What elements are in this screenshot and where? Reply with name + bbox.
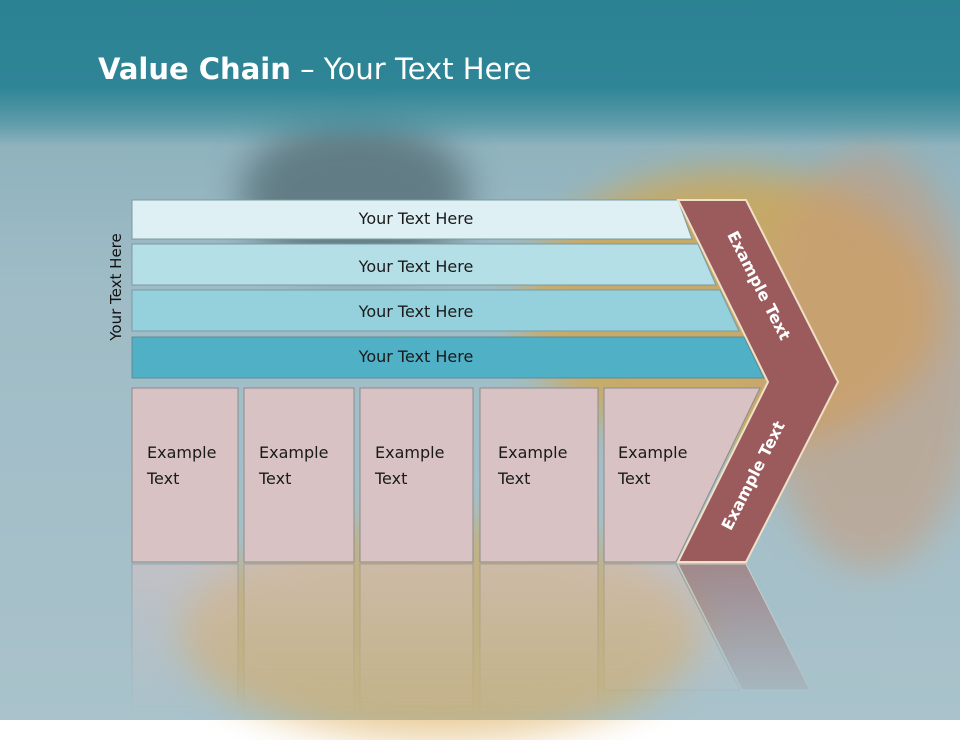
support-bar-4 [131,336,765,379]
slide-title: Value Chain – Your Text Here [98,52,532,86]
primary-box-5-line2: Text [618,469,651,488]
title-bar [0,0,960,146]
primary-box-3-line2: Text [375,469,408,488]
primary-box-2-line1: Example [259,443,329,462]
primary-box-4 [479,387,599,563]
primary-box-5-text: Example Text [618,440,718,492]
primary-box-4-text: Example Text [498,440,598,492]
support-bar-1-label: Your Text Here [358,209,474,228]
reflection [131,563,811,715]
primary-box-1-text: Example Text [147,440,247,492]
primary-box-5 [603,387,761,563]
primary-box-4-line2: Text [498,469,531,488]
primary-box-4-line1: Example [498,443,568,462]
support-bar-1 [131,199,693,240]
title-rest: – Your Text Here [290,52,532,86]
primary-box-3-line1: Example [375,443,445,462]
value-chain-diagram: Your Text Here Your Text Here Your Text … [131,199,840,715]
primary-box-2 [243,387,355,563]
support-bar-4-label: Your Text Here [358,347,474,366]
support-bar-3-label: Your Text Here [358,302,474,321]
primary-box-2-text: Example Text [259,440,359,492]
support-bar-3 [131,289,740,332]
primary-box-5-line1: Example [618,443,688,462]
support-bar-2-label: Your Text Here [358,257,474,276]
support-bar-2 [131,243,717,286]
primary-box-2-line2: Text [259,469,292,488]
primary-box-3 [359,387,474,563]
primary-box-1-line1: Example [147,443,217,462]
primary-box-3-text: Example Text [375,440,475,492]
primary-box-1 [131,387,239,563]
primary-box-1-line2: Text [147,469,180,488]
title-bold: Value Chain [98,52,291,86]
margin-chevron [676,199,840,563]
